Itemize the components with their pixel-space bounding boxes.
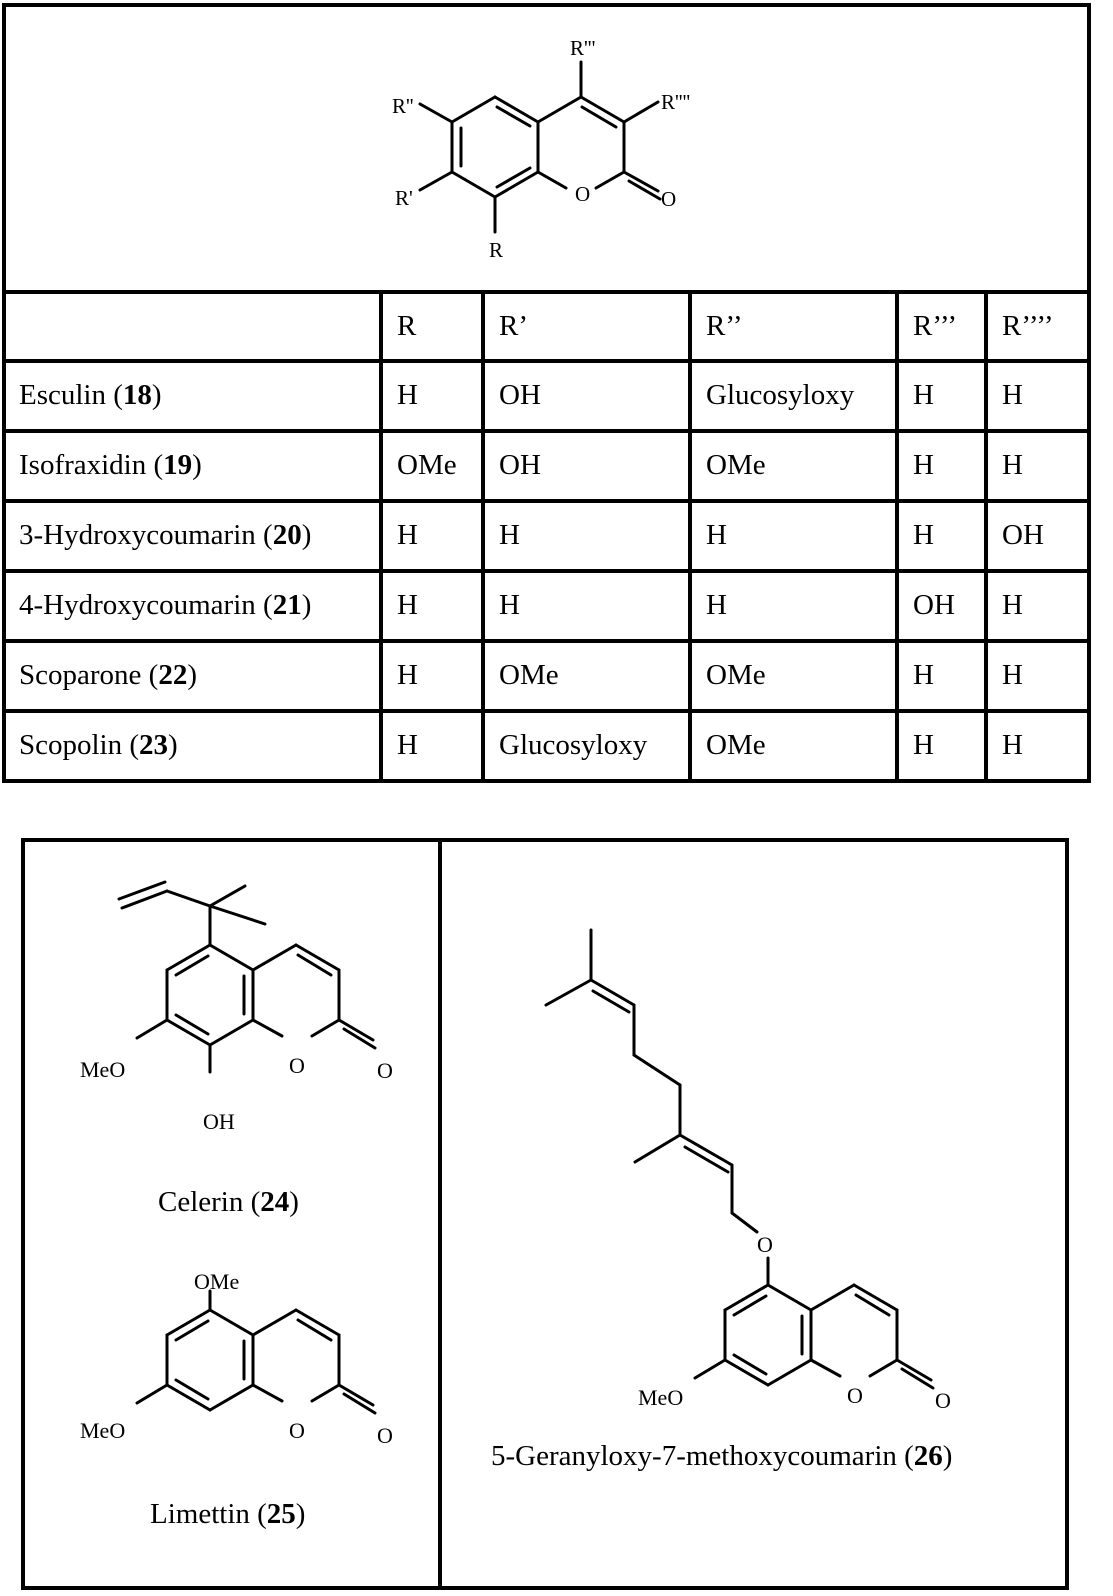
limettin-caption: Limettin (25) xyxy=(150,1498,306,1530)
celerin-ring-oxygen: O xyxy=(289,1053,305,1078)
table-cell: Glucosyloxy xyxy=(499,729,648,761)
table-cell: H xyxy=(1002,729,1023,761)
table-cell: H xyxy=(913,729,934,761)
table-cell: H xyxy=(913,449,934,481)
core-ring-oxygen: O xyxy=(575,182,591,206)
table-cell: OMe xyxy=(397,449,457,481)
table-cell: OH xyxy=(913,589,955,621)
celerin-structure xyxy=(117,880,377,1074)
limettin-carbonyl-oxygen: O xyxy=(377,1423,393,1448)
table-cell: OH xyxy=(499,379,541,411)
substituent-table-frame xyxy=(2,3,1091,783)
table-cell: H xyxy=(397,519,418,551)
table-cell: OMe xyxy=(706,659,766,691)
table-cell: H xyxy=(397,729,418,761)
table-cell: H xyxy=(706,519,727,551)
structures-panel: MeO OH O O OMe MeO O O xyxy=(21,838,1069,1590)
table-cell: H xyxy=(397,589,418,621)
table-cell: H xyxy=(499,519,520,551)
table-cell: H xyxy=(706,589,727,621)
table-cell: H xyxy=(913,379,934,411)
table-cell: H xyxy=(1002,659,1023,691)
table-cell: OMe xyxy=(499,659,559,691)
compound-name-4-hydroxycoumarin: 4-Hydroxycoumarin (21) xyxy=(19,589,312,621)
celerin-caption: Celerin (24) xyxy=(158,1186,299,1218)
core-label-r: R xyxy=(489,238,504,262)
compound-name-scopolin: Scopolin (23) xyxy=(19,729,178,761)
core-label-r1: R' xyxy=(395,186,413,210)
compound-name-scoparone: Scoparone (22) xyxy=(19,659,197,691)
table-cell: H xyxy=(397,379,418,411)
table-cell: OMe xyxy=(706,449,766,481)
table-cell: OH xyxy=(499,449,541,481)
table-cell: H xyxy=(1002,589,1023,621)
table-cell: H xyxy=(1002,449,1023,481)
header-r4: R’’’’ xyxy=(1002,310,1054,342)
core-label-r3: R''' xyxy=(570,36,596,60)
compound-name-3-hydroxycoumarin: 3-Hydroxycoumarin (20) xyxy=(19,519,312,551)
celerin-meo-label: MeO xyxy=(80,1057,125,1082)
table-cell: H xyxy=(499,589,520,621)
header-r1: R’ xyxy=(499,310,528,342)
limettin-ome-label: OMe xyxy=(194,1269,239,1294)
core-carbonyl-oxygen: O xyxy=(661,187,677,211)
compound-name-isofraxidin: Isofraxidin (19) xyxy=(19,449,202,481)
limettin-structure xyxy=(135,1289,377,1415)
table-cell: H xyxy=(913,519,934,551)
table-cell: OMe xyxy=(706,729,766,761)
table-cell: H xyxy=(397,659,418,691)
celerin-carbonyl-oxygen: O xyxy=(377,1058,393,1083)
limettin-ring-oxygen: O xyxy=(289,1418,305,1443)
geranyloxy-meo-label: MeO xyxy=(638,1385,683,1410)
table-cell: H xyxy=(1002,379,1023,411)
geranyloxy-coumarin-structure xyxy=(544,928,935,1390)
core-label-r4: R'''' xyxy=(661,90,691,114)
table-cell: OH xyxy=(1002,519,1044,551)
compound-name-esculin: Esculin (18) xyxy=(19,379,162,411)
limettin-meo-label: MeO xyxy=(80,1418,125,1443)
geranyloxy-ring-oxygen: O xyxy=(847,1383,863,1408)
core-label-r2: R'' xyxy=(392,94,414,118)
header-r2: R’’ xyxy=(706,310,743,342)
core-coumarin-structure xyxy=(418,60,662,234)
header-r3: R’’’ xyxy=(913,310,958,342)
celerin-oh-label: OH xyxy=(203,1109,235,1134)
table-cell: H xyxy=(913,659,934,691)
geranyloxy-ether-oxygen: O xyxy=(757,1232,773,1257)
header-r: R xyxy=(397,310,417,342)
geranyloxy-caption: 5-Geranyloxy-7-methoxycoumarin (26) xyxy=(491,1440,953,1472)
geranyloxy-carbonyl-oxygen: O xyxy=(935,1388,951,1413)
table-cell: Glucosyloxy xyxy=(706,379,855,411)
